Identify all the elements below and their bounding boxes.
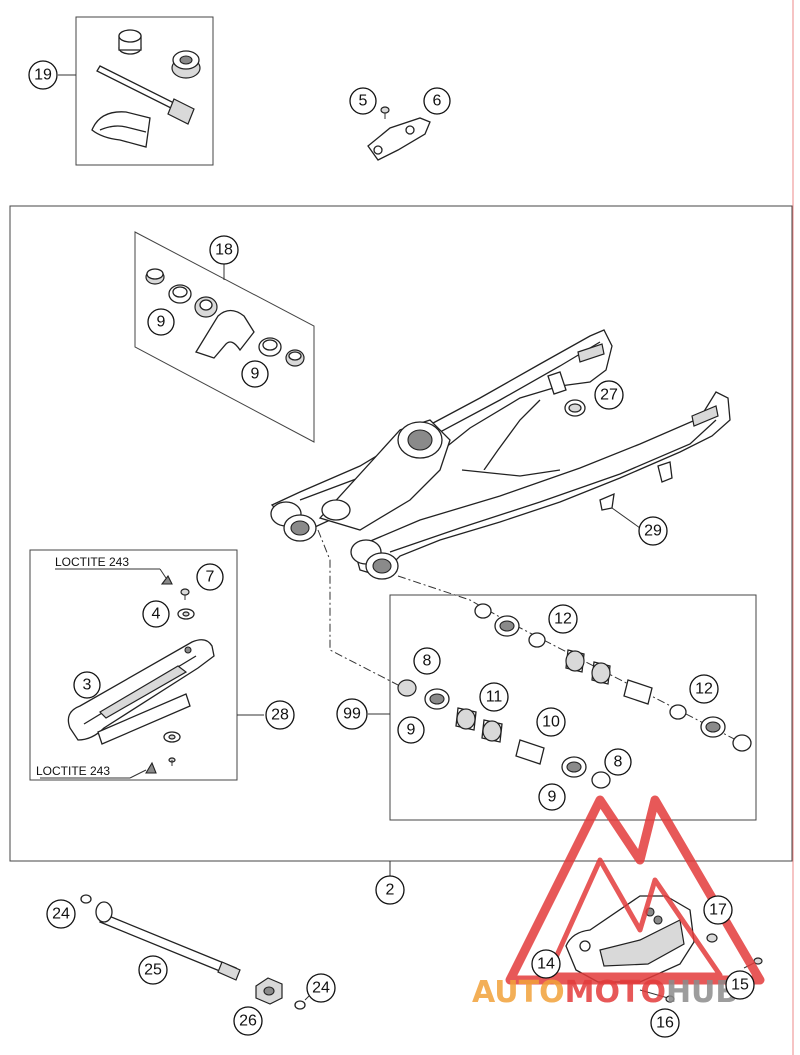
callout-4: 4: [142, 600, 170, 628]
callout-25: 25: [138, 955, 168, 985]
callout-19: 19: [28, 60, 58, 90]
part-17-nut: [706, 933, 718, 943]
callout-26: 26: [233, 1006, 263, 1036]
svg-text:15: 15: [731, 977, 749, 994]
callout-17: 17: [703, 895, 733, 925]
loctite-note-bottom: LOCTITE 243: [36, 764, 110, 778]
part-4-washer: [177, 608, 195, 620]
svg-text:25: 25: [144, 962, 162, 979]
part-28-clip: [163, 731, 181, 766]
group-box-19: [75, 16, 214, 166]
svg-text:10: 10: [542, 714, 560, 731]
part-27-washer: [564, 399, 586, 417]
group-box-28: [29, 549, 238, 781]
part-24-spacer-right: [294, 994, 311, 1010]
part-6-chain-guide-bracket: [367, 117, 431, 161]
callout-27: 27: [594, 380, 624, 410]
callout-10: 10: [536, 707, 566, 737]
group-box-18: [134, 231, 315, 443]
svg-text:18: 18: [215, 242, 233, 259]
part-3-chain-slider: [67, 639, 215, 745]
svg-text:24: 24: [52, 906, 70, 923]
automotohub-watermark: [505, 795, 765, 985]
callout-9d: 9: [538, 783, 566, 811]
callout-99: 99: [336, 698, 368, 730]
part-24-spacer-left: [80, 894, 92, 904]
svg-text:26: 26: [239, 1013, 257, 1030]
part-16-screw: [639, 989, 675, 1003]
callout-18: 18: [209, 235, 239, 265]
callout-2: 2: [375, 875, 405, 905]
svg-text:5: 5: [359, 93, 368, 110]
part-26-nut: [255, 977, 283, 1005]
callout-8a: 8: [413, 647, 441, 675]
callout-5: 5: [349, 87, 377, 115]
svg-text:17: 17: [709, 902, 727, 919]
loctite-drop-icon-bottom: [145, 761, 157, 774]
callout-24b: 24: [306, 973, 336, 1003]
main-assembly-box: [9, 205, 793, 862]
svg-text:7: 7: [206, 569, 215, 586]
svg-text:3: 3: [83, 677, 92, 694]
svg-text:24: 24: [312, 980, 330, 997]
callout-15: 15: [725, 970, 755, 1000]
part-18-bearing-kit: [145, 268, 305, 367]
group-box-99: [389, 594, 757, 821]
axis-line-upper: [317, 529, 401, 687]
svg-text:27: 27: [600, 387, 618, 404]
callout-29: 29: [638, 516, 668, 546]
part-7-screw: [180, 588, 190, 600]
callout-9c: 9: [397, 716, 425, 744]
svg-text:28: 28: [271, 707, 289, 724]
part-25-axle: [95, 901, 241, 981]
callout-28: 28: [265, 700, 295, 730]
svg-text:4: 4: [152, 606, 161, 623]
callout-16: 16: [650, 1008, 680, 1038]
callout-9a: 9: [147, 308, 175, 336]
callout-11: 11: [479, 682, 509, 712]
svg-text:9: 9: [251, 366, 260, 383]
callout-6: 6: [423, 87, 451, 115]
callout-3: 3: [73, 671, 101, 699]
svg-text:14: 14: [537, 956, 555, 973]
callout-9b: 9: [241, 360, 269, 388]
lower-bearing-row: [397, 679, 611, 789]
callout-7: 7: [196, 563, 224, 591]
loctite-drop-icon-top: [160, 574, 173, 585]
svg-text:12: 12: [554, 611, 572, 628]
svg-text:9: 9: [407, 722, 416, 739]
svg-text:16: 16: [656, 1015, 674, 1032]
part-19-kit: [91, 29, 201, 148]
callout-14: 14: [531, 949, 561, 979]
svg-text:11: 11: [486, 689, 503, 706]
part-5-screw: [380, 106, 390, 119]
part-2-swingarm: [270, 329, 731, 580]
svg-text:9: 9: [548, 789, 557, 806]
svg-text:2: 2: [386, 882, 395, 899]
svg-text:12: 12: [695, 681, 713, 698]
svg-text:99: 99: [343, 706, 361, 723]
upper-bearing-row: [474, 603, 752, 752]
svg-text:9: 9: [157, 314, 166, 331]
watermark-text: AUTOMOTOHUB: [472, 975, 738, 1010]
svg-text:19: 19: [34, 67, 52, 84]
loctite-note-top: LOCTITE 243: [55, 555, 129, 569]
callout-12b: 12: [689, 674, 719, 704]
svg-text:8: 8: [614, 754, 623, 771]
callout-12a: 12: [548, 604, 578, 634]
svg-text:6: 6: [433, 93, 442, 110]
svg-text:8: 8: [423, 653, 432, 670]
callout-8b: 8: [604, 748, 632, 776]
callout-24a: 24: [46, 899, 76, 929]
svg-text:29: 29: [644, 523, 662, 540]
